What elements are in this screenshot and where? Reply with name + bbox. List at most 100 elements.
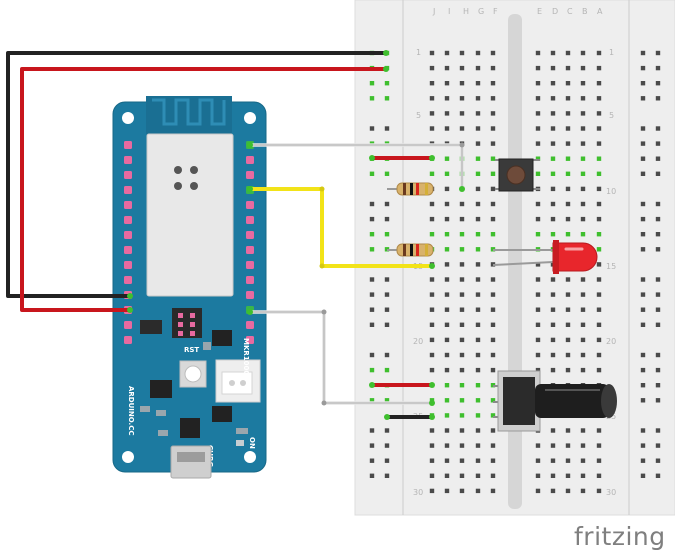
breadboard-hole: [580, 96, 586, 101]
rail-hole: [655, 322, 661, 327]
wire-yellow-led: [250, 187, 432, 268]
breadboard-hole: [490, 413, 496, 418]
breadboard-hole: [444, 216, 450, 222]
rail-hole: [384, 352, 390, 358]
breadboard-hole: [490, 96, 496, 101]
col-letter-c: C: [567, 7, 573, 16]
rail-hole: [640, 65, 646, 71]
led-lead-cathode: [492, 261, 554, 266]
breadboard-hole: [596, 352, 602, 358]
breadboard-hole: [490, 156, 496, 161]
header-pin-left: [124, 231, 132, 239]
header-pin-right: [246, 216, 254, 224]
breadboard-hole: [535, 171, 541, 176]
wire-endpoint: [384, 414, 390, 420]
wire-endpoint: [429, 400, 435, 406]
breadboard-hole: [459, 367, 465, 373]
breadboard-hole: [459, 428, 465, 433]
breadboard-hole: [490, 201, 496, 207]
breadboard-hole: [580, 216, 586, 222]
rail-hole: [369, 81, 375, 86]
smd-part: [140, 406, 150, 412]
wires: [6, 51, 465, 419]
push-button-cap[interactable]: [506, 165, 526, 185]
breadboard-hole: [565, 307, 571, 312]
breadboard-hole: [490, 81, 496, 86]
wire-endpoint: [429, 414, 435, 420]
breadboard-hole: [580, 458, 586, 463]
breadboard-hole: [459, 111, 465, 116]
breadboard-hole: [596, 111, 602, 116]
resistor-2-band: [410, 244, 413, 256]
breadboard-hole: [565, 81, 571, 86]
rail-hole: [369, 352, 375, 358]
breadboard-hole: [459, 232, 465, 237]
led-rim: [553, 240, 559, 274]
breadboard-hole: [444, 307, 450, 312]
breadboard-hole: [429, 337, 435, 343]
arduino-mkr1000-board: RST MKR1000 ARDUINO.CC CHRG ON: [112, 96, 267, 479]
breadboard-hole: [535, 65, 541, 71]
power-label: ON: [248, 437, 256, 449]
breadboard-hole: [459, 277, 465, 282]
wire-endpoint: [429, 263, 435, 269]
rail-hole: [384, 277, 390, 282]
chip-regulator: [140, 320, 162, 334]
rail-hole: [640, 247, 646, 252]
rail-hole: [640, 50, 646, 56]
breadboard-hole: [565, 352, 571, 358]
breadboard-hole: [596, 428, 602, 433]
row-number-30-right: 30: [606, 488, 616, 497]
breadboard-hole: [565, 443, 571, 448]
col-letter-e: E: [537, 7, 542, 16]
icsp-pin: [178, 313, 183, 318]
wire-endpoint: [429, 155, 435, 161]
breadboard-hole: [565, 458, 571, 463]
potentiometer-shaft[interactable]: [535, 384, 609, 418]
rail-hole: [369, 232, 375, 237]
rail-hole: [384, 367, 390, 373]
rail-hole: [384, 201, 390, 207]
breadboard-hole: [580, 307, 586, 312]
breadboard-hole: [535, 488, 541, 494]
rail-hole: [655, 201, 661, 207]
icsp-pins: [178, 313, 195, 336]
rail-hole: [369, 307, 375, 312]
breadboard-hole: [475, 307, 481, 312]
header-pin-left: [124, 216, 132, 224]
chip-main: [150, 380, 172, 398]
breadboard-hole: [459, 458, 465, 463]
breadboard-hole: [580, 111, 586, 116]
breadboard-hole: [550, 428, 556, 433]
breadboard-hole: [565, 292, 571, 297]
breadboard-hole: [444, 322, 450, 327]
breadboard-hole: [490, 398, 496, 403]
breadboard-hole: [490, 292, 496, 297]
breadboard-hole: [444, 443, 450, 448]
wifi-module-shield: [146, 133, 234, 297]
header-pin-right: [246, 276, 254, 284]
breadboard-hole: [565, 322, 571, 327]
breadboard-hole: [475, 156, 481, 161]
row-number-20-right: 20: [606, 337, 616, 346]
header-pin-left: [124, 276, 132, 284]
breadboard-hole: [580, 322, 586, 327]
rail-hole: [655, 126, 661, 131]
breadboard-hole: [550, 126, 556, 131]
breadboard-hole: [550, 458, 556, 463]
breadboard-hole: [565, 488, 571, 494]
antenna-trace: [152, 98, 226, 126]
rail-hole: [640, 307, 646, 312]
mount-hole-bl: [122, 451, 134, 463]
rail-hole: [384, 443, 390, 448]
breadboard-hole: [490, 141, 496, 146]
breadboard-hole: [565, 367, 571, 373]
rail-hole: [640, 171, 646, 176]
breadboard-hole: [565, 171, 571, 176]
reset-button[interactable]: [184, 365, 202, 383]
breadboard-hole: [475, 232, 481, 237]
reset-label: RST: [184, 346, 199, 354]
rail-hole: [369, 398, 375, 403]
breadboard-hole: [475, 141, 481, 146]
breadboard-hole: [596, 277, 602, 282]
